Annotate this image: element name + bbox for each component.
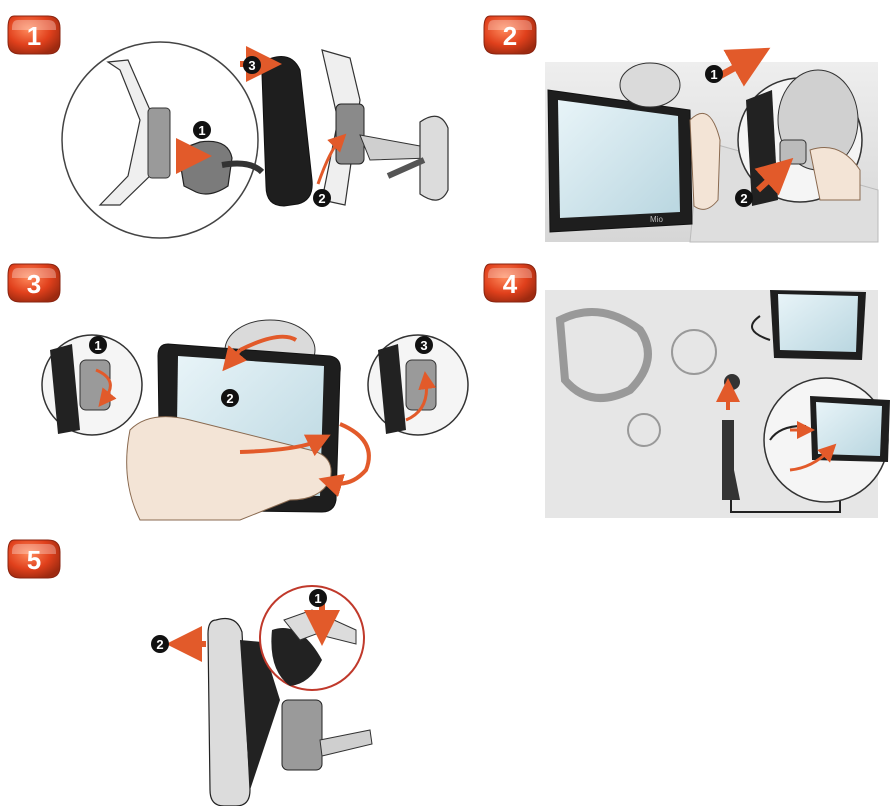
- device-screen: [558, 100, 680, 218]
- svg-text:2: 2: [503, 21, 517, 51]
- svg-text:2: 2: [318, 191, 325, 206]
- step-number: 1: [27, 21, 41, 51]
- svg-text:1: 1: [198, 123, 205, 138]
- svg-text:3: 3: [27, 269, 41, 299]
- step-1-panel: 1 1 3 2: [8, 16, 448, 238]
- suction-mount: [420, 116, 448, 200]
- number-callout-icon: 2: [735, 189, 753, 207]
- step-badge-icon: 3: [8, 264, 60, 302]
- svg-text:2: 2: [156, 637, 163, 652]
- navigation-device-side: [262, 57, 312, 207]
- device-brand-label: Mio: [650, 215, 663, 224]
- step-badge-icon: 4: [484, 264, 536, 302]
- number-callout-icon: 1: [309, 589, 327, 607]
- svg-text:3: 3: [420, 338, 427, 353]
- svg-text:1: 1: [314, 591, 321, 606]
- mount-arm: [320, 730, 372, 756]
- step-3-panel: 3 1 2 3: [8, 264, 468, 520]
- svg-text:1: 1: [710, 67, 717, 82]
- svg-text:5: 5: [27, 545, 41, 575]
- number-callout-icon: 1: [705, 65, 723, 83]
- suction-cup: [620, 63, 680, 107]
- number-callout-icon: 1: [193, 121, 211, 139]
- svg-text:4: 4: [503, 269, 518, 299]
- hand-thumb: [690, 113, 720, 209]
- step-badge-icon: 1: [8, 16, 60, 54]
- cradle-joint: [148, 108, 170, 178]
- svg-text:3: 3: [248, 58, 255, 73]
- number-callout-icon: 2: [221, 389, 239, 407]
- power-socket: [724, 374, 740, 390]
- svg-text:1: 1: [94, 338, 101, 353]
- number-callout-icon: 3: [415, 336, 433, 354]
- cradle-joint: [282, 700, 322, 770]
- svg-text:2: 2: [740, 191, 747, 206]
- step-badge-icon: 5: [8, 540, 60, 578]
- step-5-panel: 5 1 2: [8, 540, 372, 806]
- number-callout-icon: 2: [151, 635, 169, 653]
- number-callout-icon: 2: [313, 189, 331, 207]
- step-badge-icon: 2: [484, 16, 536, 54]
- number-callout-icon: 1: [89, 336, 107, 354]
- step-2-panel: 2 Mio 1 2: [484, 16, 878, 242]
- step-4-panel: 4: [484, 264, 890, 518]
- number-callout-icon: 3: [243, 56, 261, 74]
- svg-text:2: 2: [226, 391, 233, 406]
